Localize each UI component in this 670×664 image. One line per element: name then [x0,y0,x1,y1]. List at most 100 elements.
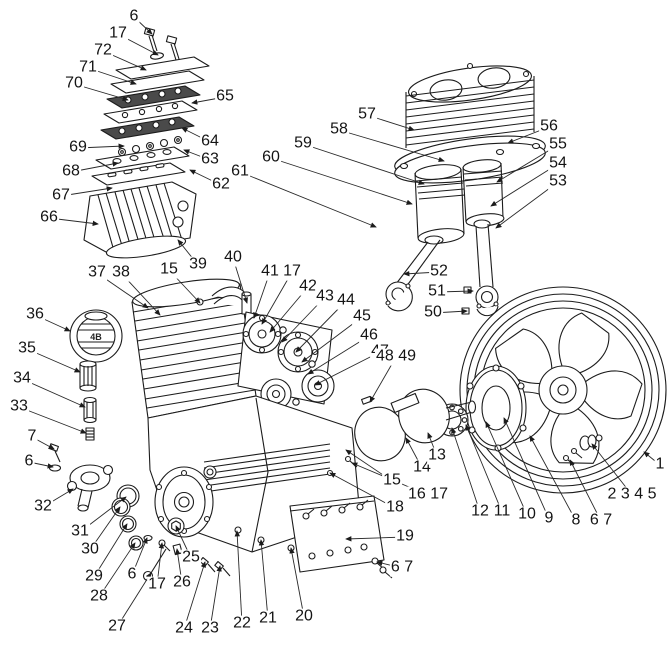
part-number-label-65: 65 [215,87,235,106]
base-plate [289,495,393,579]
part-number-label-12: 12 [470,502,490,521]
part-number-label-6-7: 6 7 [389,558,415,577]
part-number-label-46: 46 [359,326,379,345]
part-number-label-17: 17 [282,262,302,281]
valve-seat-plate [95,146,190,170]
part-number-label-6: 6 [126,565,138,584]
side-bolt [344,455,352,463]
leader-line [529,435,577,522]
part-number-label-17: 17 [147,575,167,594]
part-number-label-42: 42 [298,277,318,296]
part-number-label-72: 72 [93,41,113,60]
head-cover-plate [115,56,210,80]
part-number-label-15: 15 [159,260,179,279]
part-number-label-68: 68 [61,162,81,181]
leader-line [307,335,370,375]
flywheel-hub [538,365,588,415]
head-port [177,200,189,212]
part-number-label-15: 15 [382,471,402,490]
leader-line [289,547,305,618]
intake-elbow-flange [66,464,114,512]
part-number-label-13: 13 [427,446,447,465]
part-number-label-17: 17 [108,24,128,43]
leader-line [485,421,528,516]
part-number-label-8: 8 [570,511,582,530]
leader-line [591,443,633,496]
part-number-label-48-49: 48 49 [374,347,418,366]
part-number-label-58: 58 [329,120,349,139]
leader-line [451,427,481,513]
leader-line [338,129,445,163]
part-number-label-29: 29 [84,567,104,586]
part-number-label-62: 62 [211,175,231,194]
part-number-label-22: 22 [232,614,252,633]
part-number-label-20: 20 [294,607,314,626]
part-number-label-32: 32 [33,497,53,516]
flywheel [459,286,667,494]
part-number-label-67: 67 [51,186,71,205]
valve-springs [117,135,183,157]
cylinder-head-exploded-stack [83,27,210,259]
part-number-label-19: 19 [395,527,415,546]
part-number-label-55: 55 [548,135,568,154]
part-number-label-70: 70 [64,74,84,93]
bearing-plate [465,364,527,452]
filter-marking: 4B [90,332,102,342]
head-gasket-upper [110,70,205,94]
leader-line [314,351,381,386]
part-number-label-1: 1 [654,455,666,474]
leader-line [258,539,269,620]
part-number-label-50: 50 [423,303,443,322]
part-number-label-37: 37 [87,263,107,282]
leader-line [183,561,206,630]
part-number-label-28: 28 [89,587,109,606]
part-number-label-54: 54 [548,154,568,173]
leader-line [295,300,347,353]
part-number-label-41: 41 [260,262,280,281]
part-number-label-45: 45 [352,307,372,326]
part-number-label-36: 36 [25,305,45,324]
leader-line [503,417,550,520]
part-number-label-34: 34 [12,369,32,388]
leader-line [209,565,222,630]
part-number-label-18: 18 [385,498,405,517]
valve-plate-dark-1 [106,85,201,109]
flywheel-hardware [562,434,603,466]
part-number-label-6-7: 6 7 [588,511,614,530]
part-number-label-71: 71 [78,58,98,77]
filter-element [79,360,97,392]
plate-bolt [379,566,387,574]
threaded-nipple [85,427,95,441]
leader-line [116,572,152,628]
part-number-label-38: 38 [111,263,131,282]
front-cover [154,466,214,538]
part-number-label-14: 14 [412,458,432,477]
leader-line [239,171,377,228]
part-number-label-51: 51 [427,282,447,301]
leader-line [261,271,293,325]
leader-line [234,530,243,625]
part-number-label-21: 21 [258,609,278,628]
air-filter: 4B [69,309,123,363]
part-number-label-2-3-4-5: 2 3 4 5 [606,485,658,504]
part-number-label-60: 60 [261,148,281,167]
part-number-label-63: 63 [200,150,220,169]
part-number-label-66: 66 [39,208,59,227]
leader-line [569,459,602,522]
leader-line [302,143,425,185]
low-pressure-cylinder [131,278,257,419]
part-number-label-59: 59 [293,134,313,153]
part-number-label-24: 24 [174,619,194,638]
part-number-label-43: 43 [315,287,335,306]
part-number-label-69: 69 [68,138,88,157]
cylinder-head-casting [83,181,197,259]
part-number-label-39: 39 [188,255,208,274]
part-number-label-57: 57 [357,105,377,124]
part-number-label-35: 35 [17,339,37,358]
part-number-label-52: 52 [429,262,449,281]
part-number-label-56: 56 [539,117,559,136]
part-number-label-25: 25 [181,548,201,567]
part-number-label-23: 23 [200,619,220,638]
part-number-label-44: 44 [336,291,356,310]
